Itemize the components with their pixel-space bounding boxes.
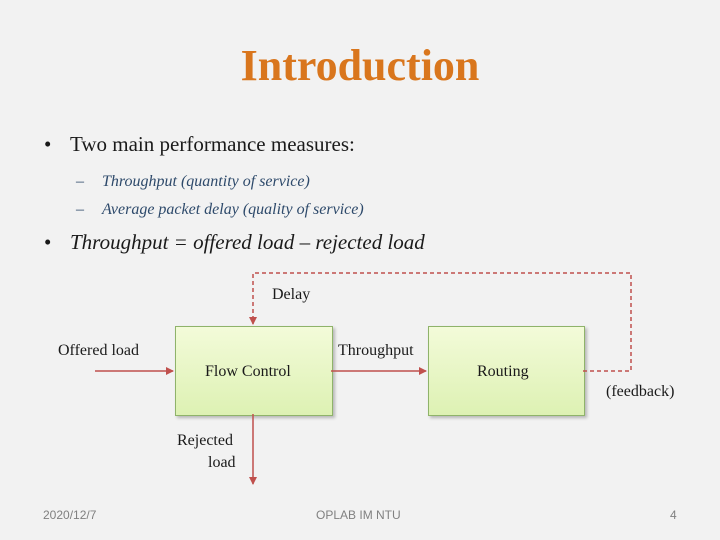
page-number: 4 xyxy=(670,508,677,522)
feedback-dashed-line xyxy=(249,272,632,372)
bullet-text: Two main performance measures: xyxy=(70,132,355,156)
footer-center: OPLAB IM NTU xyxy=(316,508,401,522)
flow-control-label: Flow Control xyxy=(205,363,291,380)
rejected-label-line1: Rejected xyxy=(177,432,233,449)
throughput-label: Throughput xyxy=(338,342,414,359)
bullet-performance-measures: • Two main performance measures: xyxy=(44,132,355,157)
routing-box xyxy=(428,326,585,416)
routing-label: Routing xyxy=(477,363,529,380)
bullet-marker: • xyxy=(44,230,52,254)
slide-title: Introduction xyxy=(240,41,480,90)
feedback-label: (feedback) xyxy=(606,383,675,400)
offered-load-label: Offered load xyxy=(58,342,139,359)
rejected-label-line2: load xyxy=(208,454,236,471)
bullet-marker: • xyxy=(44,132,52,156)
sub-item-delay: – Average packet delay (quality of servi… xyxy=(76,201,364,219)
flow-control-box xyxy=(175,326,333,416)
footer-date: 2020/12/7 xyxy=(43,508,97,522)
dash-marker: – xyxy=(76,173,84,190)
bullet-throughput-equation: • Throughput = offered load – rejected l… xyxy=(44,230,425,255)
sub-item-text: Average packet delay (quality of service… xyxy=(102,201,364,218)
bullet-text: Throughput = offered load – rejected loa… xyxy=(70,230,425,254)
dash-marker: – xyxy=(76,201,84,218)
delay-label: Delay xyxy=(272,286,311,303)
sub-item-throughput: – Throughput (quantity of service) xyxy=(76,173,310,191)
sub-item-text: Throughput (quantity of service) xyxy=(102,173,310,190)
